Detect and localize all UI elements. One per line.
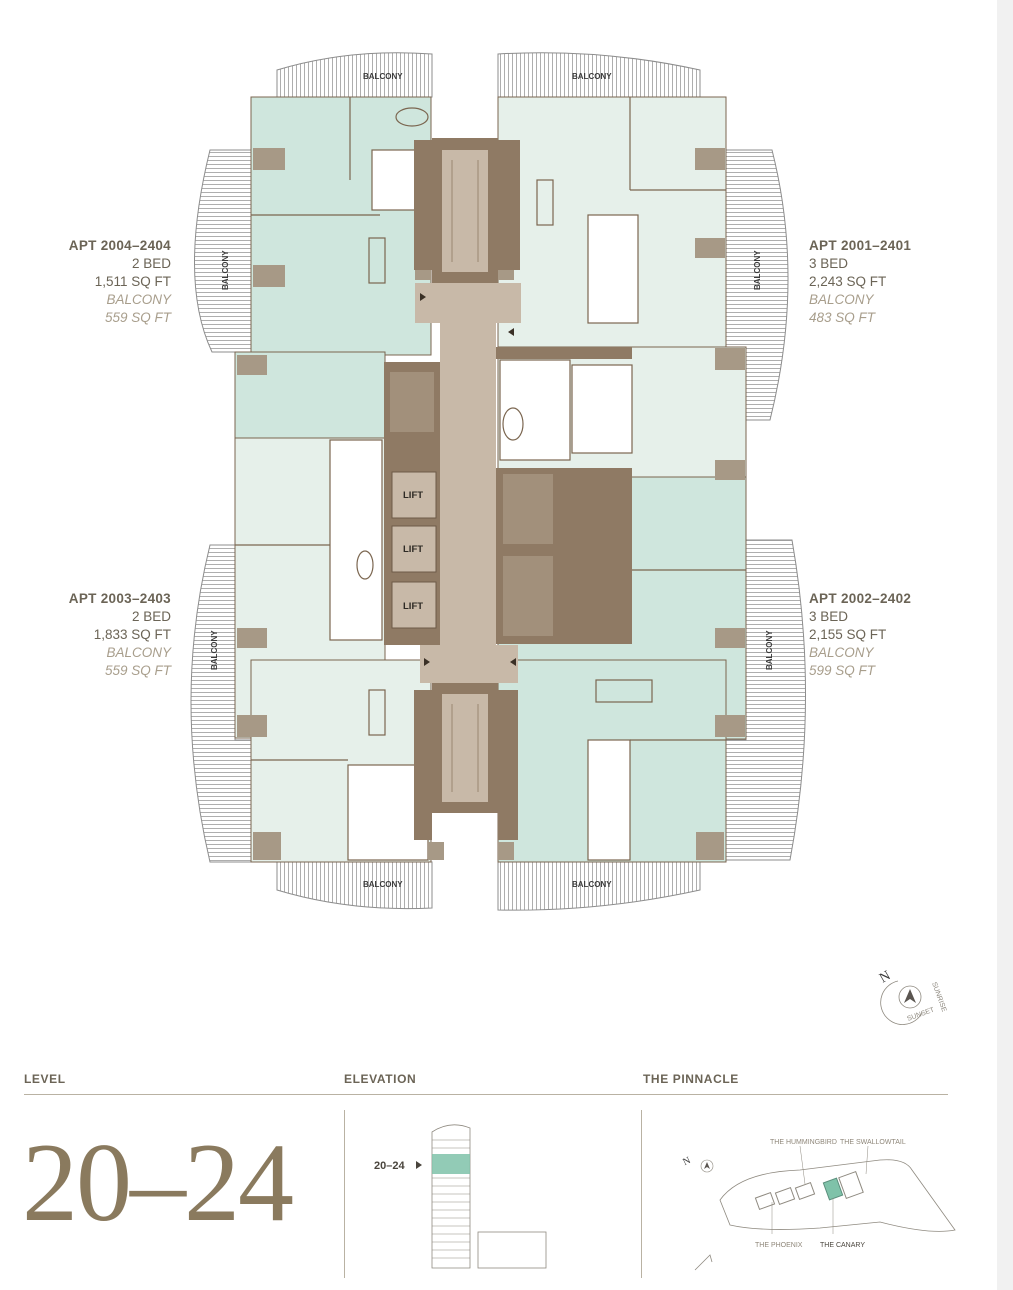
balcony-label: BALCONY xyxy=(572,72,612,81)
elevation-heading: ELEVATION xyxy=(344,1072,417,1086)
apt-beds: 2 BED xyxy=(131,609,171,624)
apt-balcony-area: 483 SQ FT xyxy=(809,310,876,325)
floor-plan: BALCONY BALCONY BALCONY BALCONY BALCONY … xyxy=(190,52,947,1025)
balcony-label: BALCONY xyxy=(753,250,762,290)
units xyxy=(234,96,747,863)
balcony-label: BALCONY xyxy=(765,630,774,670)
balcony-left-upper xyxy=(194,149,252,353)
map-compass: N xyxy=(681,1155,714,1173)
apt-area: 1,833 SQ FT xyxy=(93,627,171,642)
level-number: 20–24 xyxy=(22,1121,294,1245)
balcony-left-lower xyxy=(190,544,252,863)
lobby-top xyxy=(415,283,521,323)
page-scrollbar-track[interactable] xyxy=(997,0,1013,1290)
phoenix-label: THE PHOENIX xyxy=(755,1242,803,1249)
apt-2001-info: APT 2001–2401 3 BED 2,243 SQ FT BALCONY … xyxy=(809,237,911,327)
apt-beds: 3 BED xyxy=(809,609,849,624)
elevation-highlight xyxy=(432,1154,470,1174)
lift-label: LIFT xyxy=(403,544,423,555)
balcony-label: BALCONY xyxy=(363,72,403,81)
apt-2004-info: APT 2004–2404 2 BED 1,511 SQ FT BALCONY … xyxy=(69,237,171,327)
balcony-label: BALCONY xyxy=(572,880,612,889)
balcony-label: BALCONY xyxy=(221,250,230,290)
apt-name: APT 2001–2401 xyxy=(809,238,912,253)
apt-balcony-area: 559 SQ FT xyxy=(104,663,171,678)
balcony-label: BALCONY xyxy=(363,880,403,889)
apt-beds: 2 BED xyxy=(131,256,171,271)
balcony-bottom-right xyxy=(497,861,701,911)
footer-divider xyxy=(24,1094,948,1095)
canary-building xyxy=(822,1177,844,1201)
balcony-top-left xyxy=(276,52,433,98)
apt-area: 2,243 SQ FT xyxy=(809,274,887,289)
apt-balcony: BALCONY xyxy=(809,292,874,307)
lift-car-2 xyxy=(391,525,437,573)
balcony-right-lower xyxy=(725,539,806,861)
corridor xyxy=(440,283,496,683)
unit-2004-rooms xyxy=(250,96,432,356)
apt-name: APT 2003–2403 xyxy=(68,591,171,606)
balconies xyxy=(190,52,806,911)
core xyxy=(384,138,632,840)
compass-arrow-icon xyxy=(904,989,916,1003)
balcony-bottom-left xyxy=(276,861,433,910)
apt-balcony: BALCONY xyxy=(809,645,874,660)
lobby-bottom xyxy=(420,645,518,683)
swallowtail-label: THE SWALLOWTAIL xyxy=(840,1139,906,1146)
apt-balcony-area: 559 SQ FT xyxy=(104,310,171,325)
map-north: N xyxy=(681,1155,692,1168)
marker-arrow-icon xyxy=(416,1161,422,1169)
balcony-right-upper xyxy=(725,149,789,421)
apt-balcony-area: 599 SQ FT xyxy=(809,663,876,678)
apt-2003-info: APT 2003–2403 2 BED 1,833 SQ FT BALCONY … xyxy=(69,590,171,680)
balcony-labels: BALCONY BALCONY BALCONY BALCONY BALCONY … xyxy=(210,72,774,889)
level-heading: LEVEL xyxy=(24,1072,66,1086)
apt-balcony: BALCONY xyxy=(106,292,171,307)
elevation-diagram: 20–24 xyxy=(374,1124,547,1269)
apt-2002-info: APT 2002–2402 3 BED 2,155 SQ FT BALCONY … xyxy=(809,590,911,680)
apt-area: 1,511 SQ FT xyxy=(94,274,171,289)
elevation-marker: 20–24 xyxy=(374,1160,405,1172)
apt-balcony: BALCONY xyxy=(106,645,171,660)
balcony-label: BALCONY xyxy=(210,630,219,670)
lift-labels: LIFT LIFT LIFT xyxy=(403,490,423,612)
apt-beds: 3 BED xyxy=(809,256,849,271)
lift-car-3 xyxy=(391,581,437,629)
canary-label: THE CANARY xyxy=(820,1242,865,1249)
footer-separator xyxy=(344,1110,345,1278)
apt-name: APT 2002–2402 xyxy=(809,591,912,606)
map-compass-arrow-icon xyxy=(704,1162,710,1169)
pinnacle-heading: THE PINNACLE xyxy=(643,1072,739,1086)
hummingbird-label: THE HUMMINGBIRD xyxy=(770,1139,837,1146)
site-map: N THE HUMMINGBIRD THE SWALLOWTAIL THE PH… xyxy=(681,1139,956,1271)
footer-separator xyxy=(641,1110,642,1278)
lift-label: LIFT xyxy=(403,601,423,612)
apt-area: 2,155 SQ FT xyxy=(809,627,887,642)
balcony-top-right xyxy=(497,52,701,98)
apt-name: APT 2004–2404 xyxy=(68,238,171,253)
lift-car-1 xyxy=(391,471,437,519)
lift-label: LIFT xyxy=(403,490,423,501)
